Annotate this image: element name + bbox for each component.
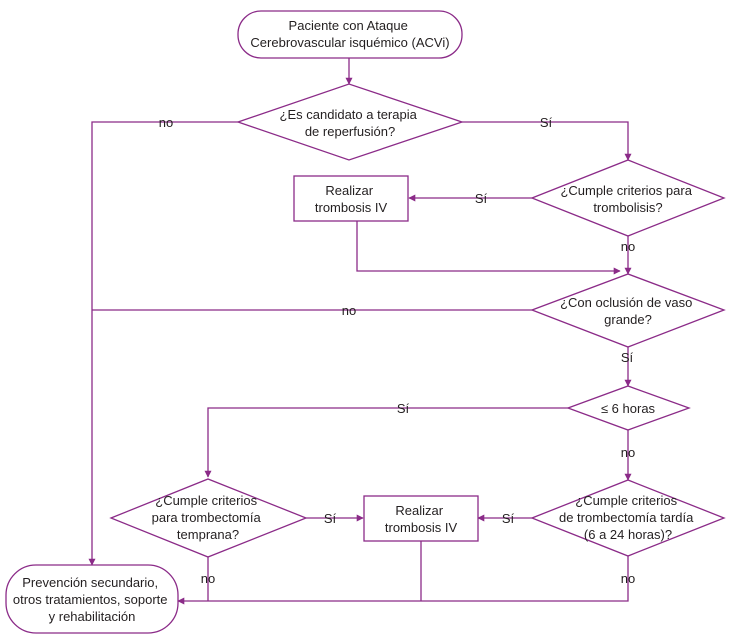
thrombolysis-criteria-line-1: ¿Cumple criterios para [560, 183, 692, 198]
final-node-line-3: y rehabilitación [49, 609, 136, 624]
start-node [237, 10, 463, 59]
late-criteria-text: ¿Cumple criterios de trombectomía tardía… [559, 493, 697, 542]
late-criteria-decision [530, 479, 726, 557]
thrombolysis-criteria-decision [530, 159, 726, 237]
early-criteria-text: ¿Cumple criterios para trombectomía temp… [152, 493, 265, 542]
final-node [5, 564, 179, 634]
early-criteria-decision [109, 478, 308, 558]
six-hours-decision [566, 385, 691, 431]
label-early-yes: Sí [324, 511, 337, 526]
second-action-line-2: trombosis IV [385, 520, 458, 535]
candidate-decision [235, 83, 465, 161]
final-node-line-2: otros tratamientos, soporte [13, 592, 168, 607]
thrombolysis-action-line-2: trombosis IV [315, 200, 388, 215]
second-action-line-1: Realizar [395, 503, 443, 518]
six-hours-text: ≤ 6 horas [601, 401, 656, 416]
thrombolysis-action-box [293, 175, 409, 222]
label-late-yes: Sí [502, 511, 515, 526]
start-node-text: Paciente con Ataque Cerebrovascular isqu… [250, 18, 449, 50]
early-criteria-line-1: ¿Cumple criterios [155, 493, 257, 508]
late-criteria-line-1: ¿Cumple criterios [575, 493, 677, 508]
candidate-line-2: de reperfusión? [305, 124, 395, 139]
edge-hours-yes-to-early [204, 407, 568, 478]
final-node-text: Prevención secundario, otros tratamiento… [13, 575, 171, 624]
label-candidate-yes: Sí [540, 115, 553, 130]
edge-candidate-yes-to-thrombolysis [462, 121, 632, 161]
second-action-box [363, 495, 479, 542]
start-node-line-1: Paciente con Ataque [289, 18, 408, 33]
start-node-line-2: Cerebrovascular isquémico (ACVi) [250, 35, 449, 50]
thrombolysis-criteria-text: ¿Cumple criterios para trombolisis? [560, 183, 695, 215]
second-action-text: Realizar trombosis IV [385, 503, 458, 535]
label-hours-yes: Sí [397, 401, 410, 416]
edge-action-to-vessel [356, 221, 621, 275]
large-vessel-decision [530, 273, 726, 348]
label-thrombolysis-yes: Sí [475, 191, 488, 206]
early-criteria-line-2: para trombectomía [152, 510, 262, 525]
early-criteria-line-3: temprana? [177, 527, 239, 542]
thrombolysis-action-text: Realizar trombosis IV [315, 183, 388, 215]
label-candidate-no: no [159, 115, 173, 130]
large-vessel-line-2: grande? [604, 312, 652, 327]
label-late-no: no [621, 571, 635, 586]
label-vessel-yes: Sí [621, 350, 634, 365]
label-hours-no: no [621, 445, 635, 460]
large-vessel-text: ¿Con oclusión de vaso grande? [560, 295, 696, 327]
final-node-line-1: Prevención secundario, [22, 575, 158, 590]
thrombolysis-criteria-line-2: trombolisis? [593, 200, 662, 215]
label-early-no: no [201, 571, 215, 586]
six-hours-line-1: ≤ 6 horas [601, 401, 656, 416]
edge-candidate-no-to-final [88, 121, 238, 566]
label-thrombolysis-no: no [621, 239, 635, 254]
large-vessel-line-1: ¿Con oclusión de vaso [560, 295, 692, 310]
late-criteria-line-3: (6 a 24 horas)? [584, 527, 672, 542]
candidate-line-1: ¿Es candidato a terapia [280, 107, 418, 122]
late-criteria-line-2: de trombectomía tardía [559, 510, 694, 525]
thrombolysis-action-line-1: Realizar [325, 183, 373, 198]
label-vessel-no: no [342, 303, 356, 318]
edge-late-no-to-final [177, 556, 629, 605]
candidate-text: ¿Es candidato a terapia de reperfusión? [280, 107, 421, 139]
